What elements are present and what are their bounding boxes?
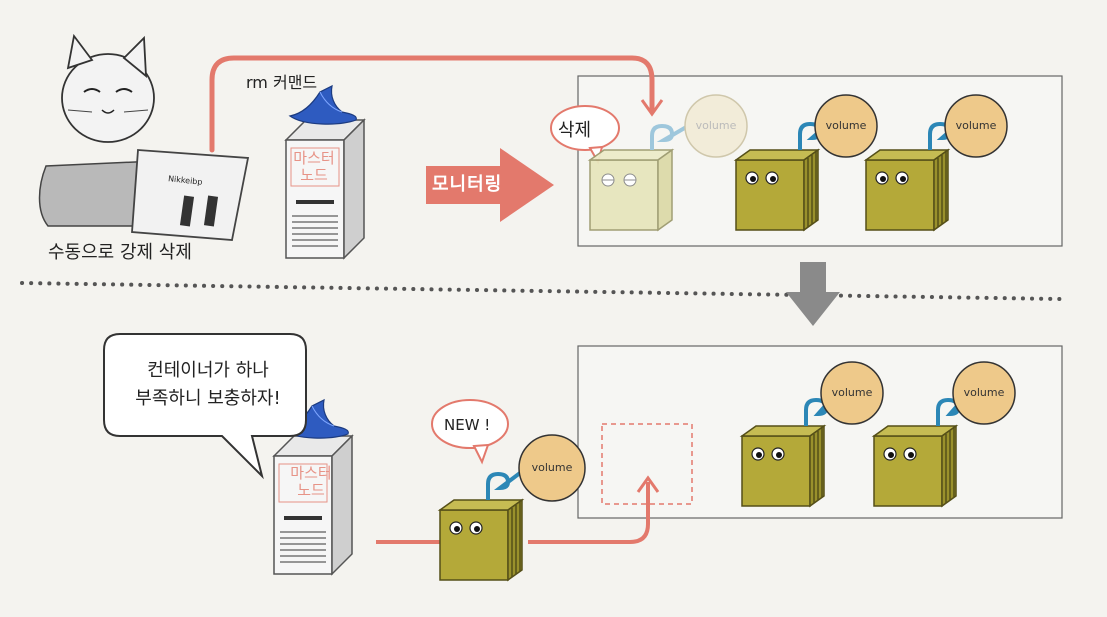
master-line-2: 노드 — [297, 481, 325, 499]
container-bottom-3 — [873, 425, 957, 507]
delete-label: 삭제 — [558, 120, 592, 141]
manual-delete-caption: 수동으로 강제 삭제 — [48, 242, 192, 263]
deleted-container — [587, 148, 675, 232]
master-node-label-top: 마스터 노드 — [284, 150, 344, 184]
delete-bubble — [550, 105, 620, 151]
speech-line-2: 부족하니 보충하자! — [135, 388, 281, 409]
new-bubble — [431, 399, 509, 449]
container-top-2 — [735, 149, 819, 231]
volume-new — [518, 434, 586, 502]
monitoring-arrow — [426, 148, 554, 222]
volume-label: volume — [825, 119, 867, 132]
replenish-arrow — [528, 482, 650, 544]
speech-bubble — [103, 333, 307, 480]
volume-top-2 — [814, 94, 878, 158]
new-container — [439, 499, 523, 581]
master-node-bottom — [273, 435, 353, 575]
monitoring-label: 모니터링 — [432, 174, 503, 195]
separator — [20, 281, 1062, 301]
new-label: NEW ! — [444, 416, 491, 434]
volume-label: volume — [955, 119, 997, 132]
volume-label: volume — [831, 386, 873, 399]
master-line-2: 노드 — [300, 166, 328, 184]
speech-line-1: 컨테이너가 하나 — [147, 360, 269, 381]
master-line-1: 마스터 — [290, 464, 332, 482]
volume-bottom-3 — [952, 361, 1016, 425]
container-top-3 — [865, 149, 949, 231]
master-node-label-bottom: 마스터 노드 — [281, 465, 341, 499]
speech-text: 컨테이너가 하나 부족하니 보충하자! — [118, 357, 298, 413]
master-node-top — [285, 119, 365, 259]
volume-deleted — [684, 94, 748, 158]
volume-label: volume — [695, 119, 737, 132]
rm-arrow — [209, 55, 655, 153]
empty-slot — [601, 423, 693, 505]
laptop — [131, 149, 250, 241]
volume-label: volume — [963, 386, 1005, 399]
volume-top-3 — [944, 94, 1008, 158]
rm-command-label: rm 커맨드 — [246, 73, 318, 92]
container-bottom-2 — [741, 425, 825, 507]
master-line-1: 마스터 — [293, 149, 335, 167]
volume-bottom-2 — [820, 361, 884, 425]
volume-label: volume — [531, 461, 573, 474]
down-arrow — [786, 262, 840, 326]
